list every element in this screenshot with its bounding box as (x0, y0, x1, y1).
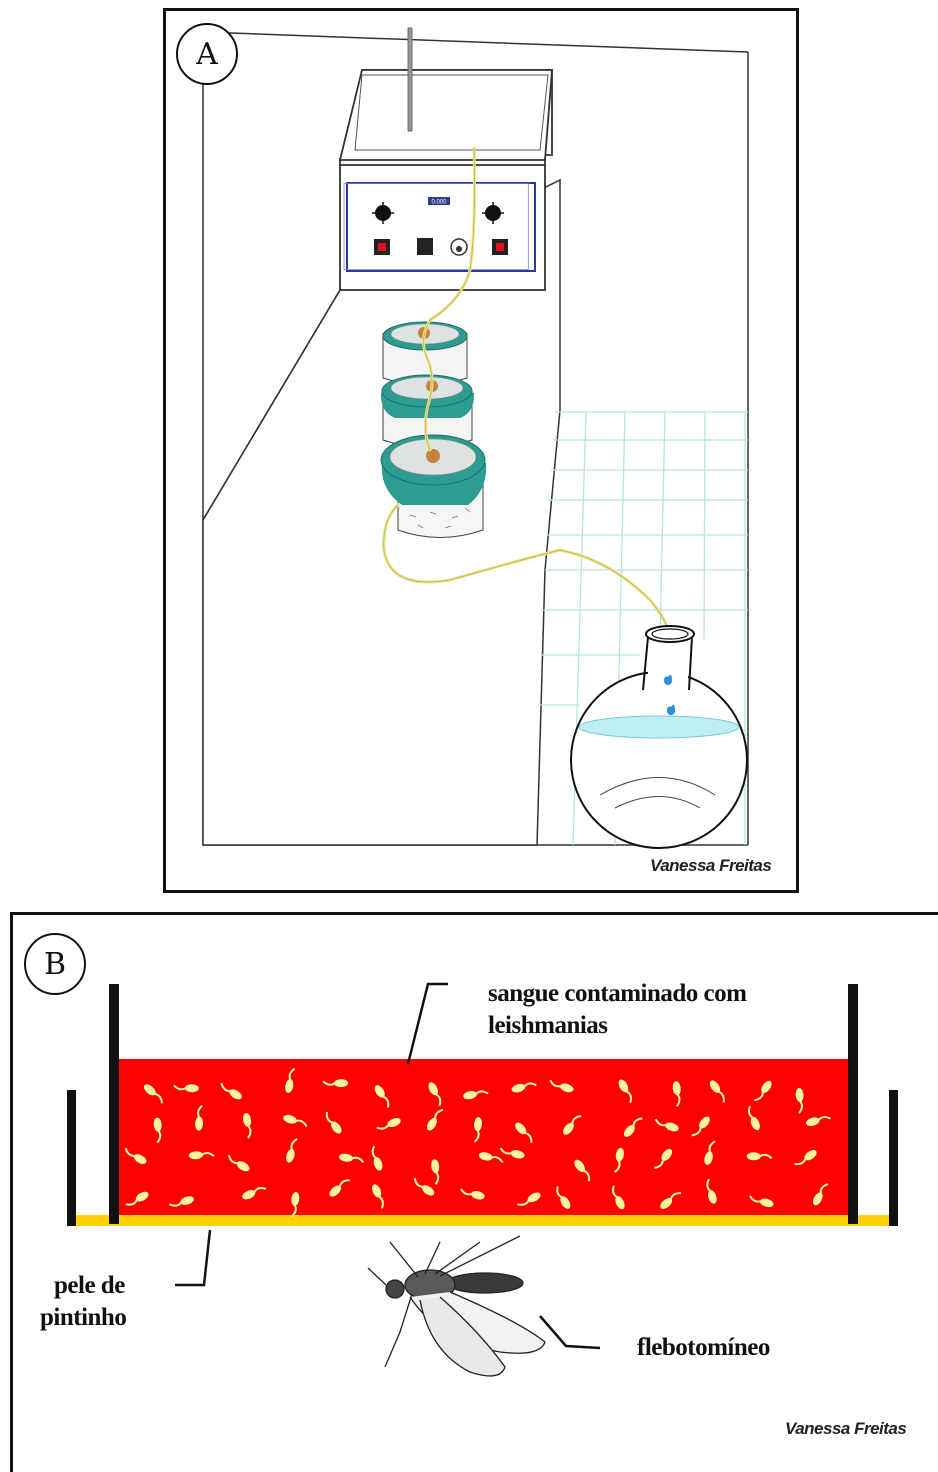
panel-a-signature: Vanessa Freitas (650, 856, 771, 876)
water-bath: 0.000 (340, 28, 552, 290)
skin-label-line-1: pele de (40, 1270, 126, 1302)
skin-label-line-2: pintinho (40, 1302, 126, 1334)
panel-a-badge: A (176, 23, 238, 85)
skin-label: pele de pintinho (40, 1270, 126, 1334)
panel-a-drawing: 0.000 (0, 0, 938, 900)
panel-b-drawing (0, 912, 938, 1472)
blood-label: sangue contaminado com leishmanias (488, 978, 746, 1042)
svg-text:0.000: 0.000 (431, 200, 447, 206)
mosquito-icon (368, 1236, 545, 1376)
blood-label-line-2: leishmanias (488, 1010, 746, 1042)
skin-membrane (70, 1215, 894, 1226)
flask-icon (571, 626, 747, 848)
panel-b-badge: B (24, 933, 86, 995)
fly-label: flebotomíneo (637, 1332, 770, 1364)
panel-b-signature: Vanessa Freitas (785, 1419, 906, 1439)
blood-label-line-1: sangue contaminado com (488, 978, 746, 1010)
blood-chamber (117, 1059, 852, 1217)
